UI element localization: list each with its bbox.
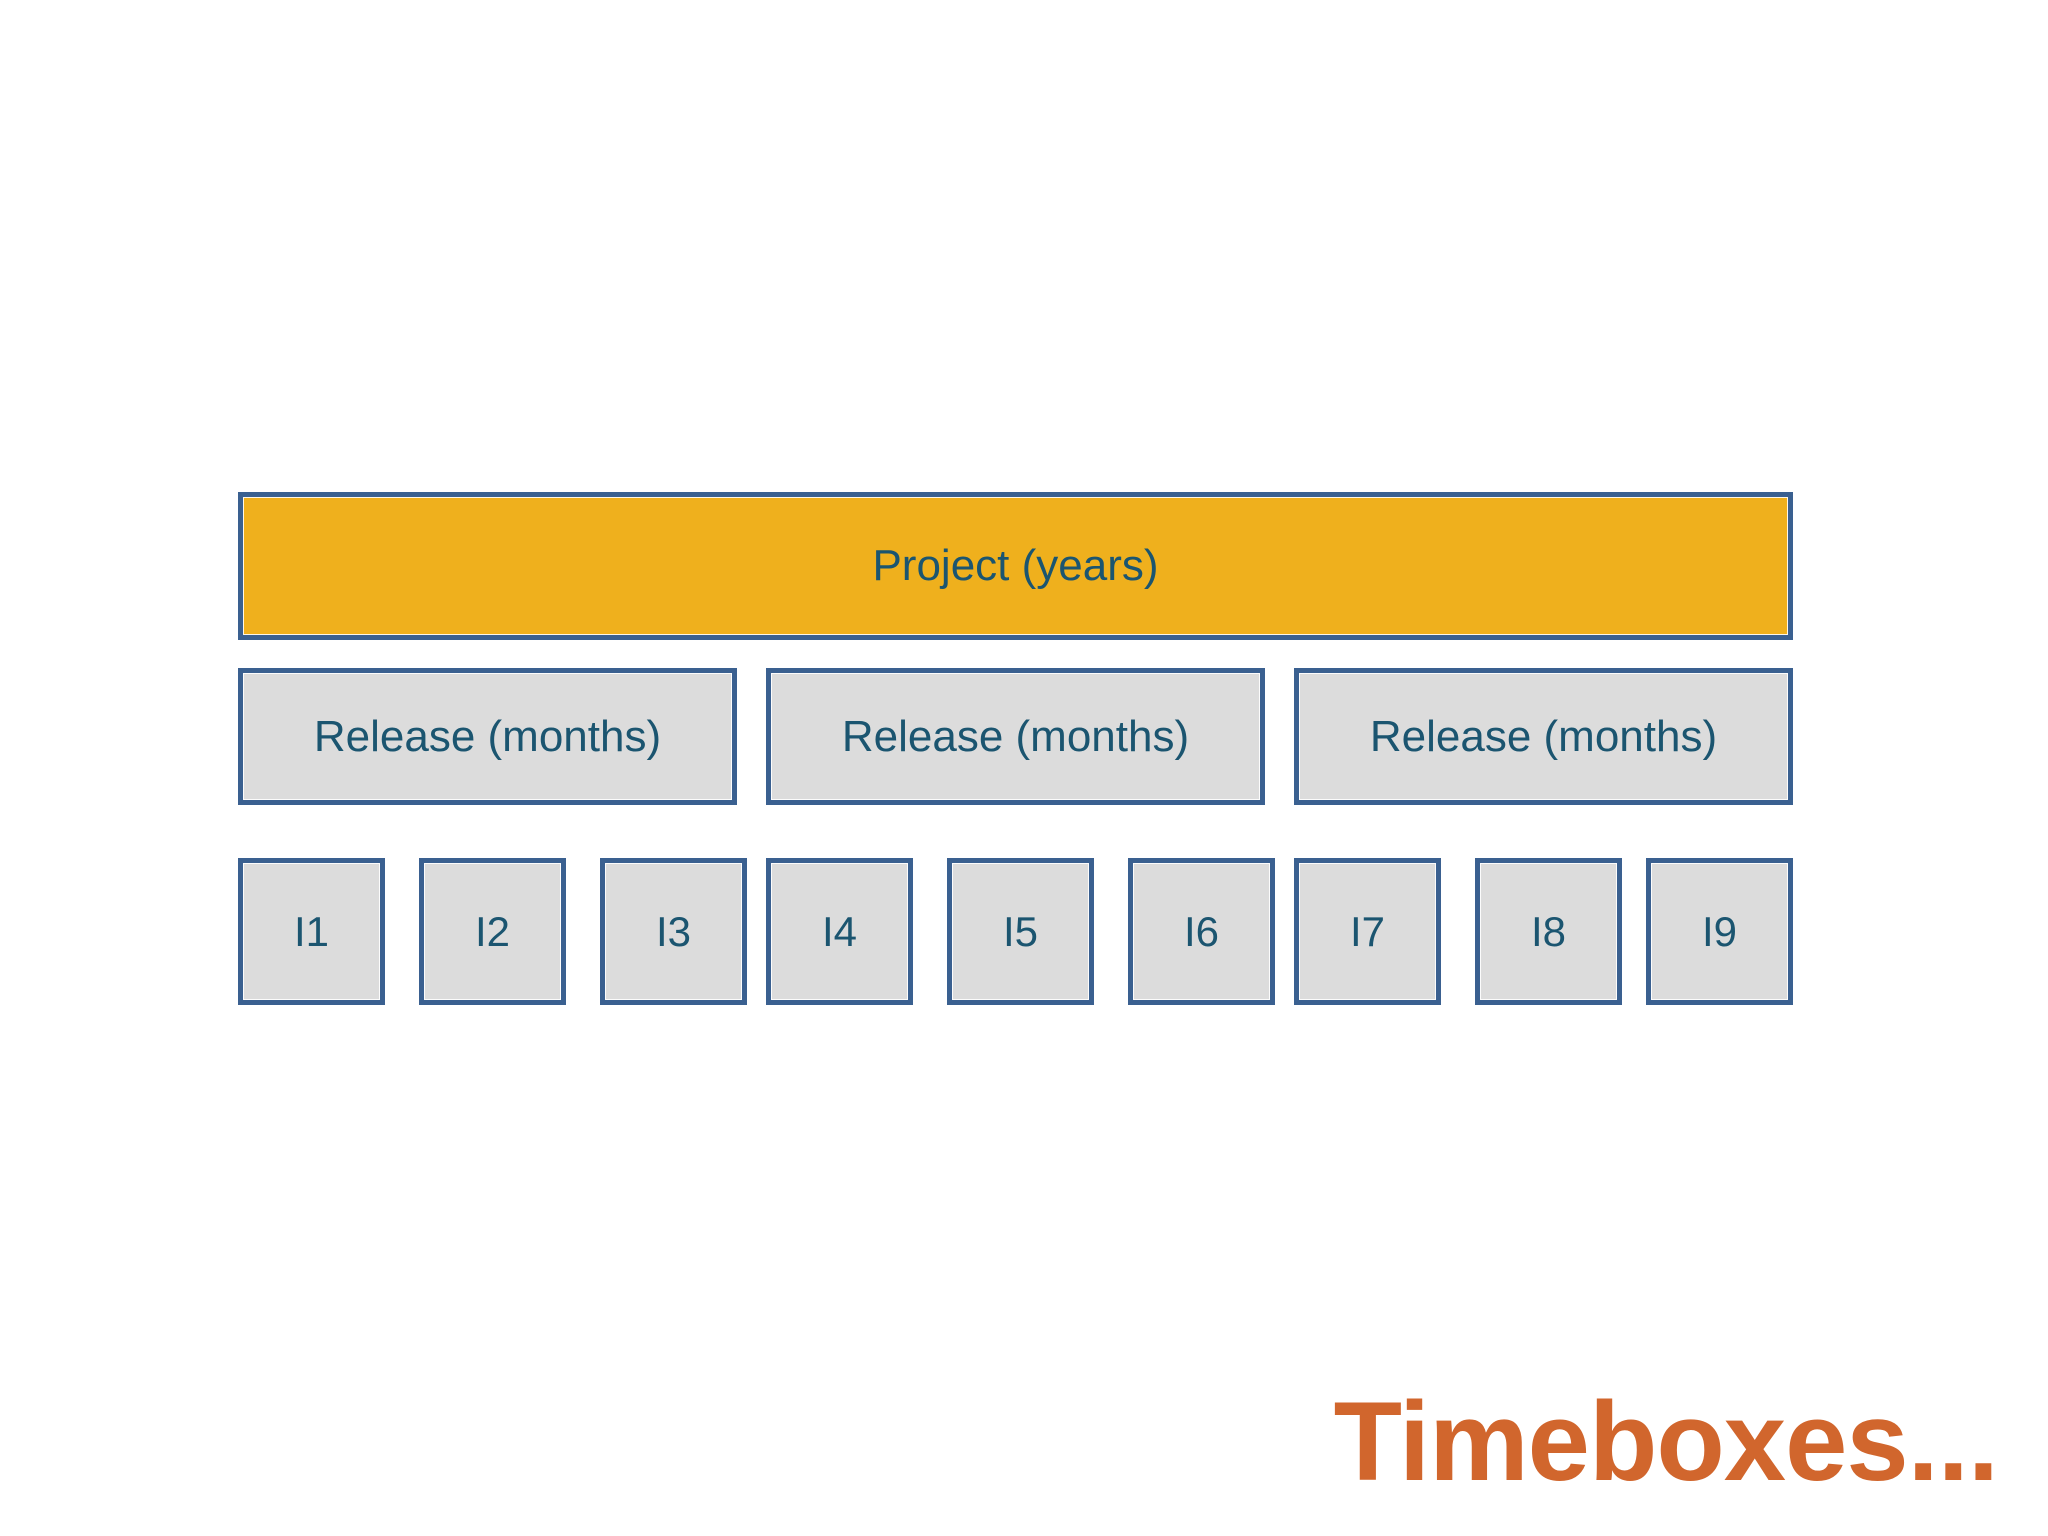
iteration-timebox-9[interactable]: I9 [1646,858,1793,1005]
iteration-label-4: I4 [821,907,858,955]
release-label-2: Release (months) [841,711,1190,761]
release-label-1: Release (months) [313,711,662,761]
iteration-label-6: I6 [1183,907,1220,955]
iteration-label-9: I9 [1701,907,1738,955]
iteration-timebox-4[interactable]: I4 [766,858,913,1005]
iteration-label-2: I2 [474,907,511,955]
iteration-label-5: I5 [1002,907,1039,955]
release-timebox-1[interactable]: Release (months) [238,668,737,805]
iteration-timebox-2[interactable]: I2 [419,858,566,1005]
iteration-label-1: I1 [293,907,330,955]
release-timebox-3[interactable]: Release (months) [1294,668,1793,805]
project-timebox[interactable]: Project (years) [238,492,1793,640]
release-row: Release (months) Release (months) Releas… [238,668,1793,805]
iteration-timebox-7[interactable]: I7 [1294,858,1441,1005]
release-timebox-2[interactable]: Release (months) [766,668,1265,805]
release-label-3: Release (months) [1369,711,1718,761]
iteration-timebox-3[interactable]: I3 [600,858,747,1005]
slide-caption: Timeboxes... [1333,1379,1999,1504]
iteration-timebox-5[interactable]: I5 [947,858,1094,1005]
iteration-timebox-1[interactable]: I1 [238,858,385,1005]
project-label: Project (years) [872,541,1159,590]
iteration-row: I1 I2 I3 I4 I5 I6 I7 I8 I9 [238,858,1793,1005]
iteration-timebox-8[interactable]: I8 [1475,858,1622,1005]
iteration-label-7: I7 [1349,907,1386,955]
iteration-label-3: I3 [655,907,692,955]
iteration-label-8: I8 [1530,907,1567,955]
iteration-timebox-6[interactable]: I6 [1128,858,1275,1005]
